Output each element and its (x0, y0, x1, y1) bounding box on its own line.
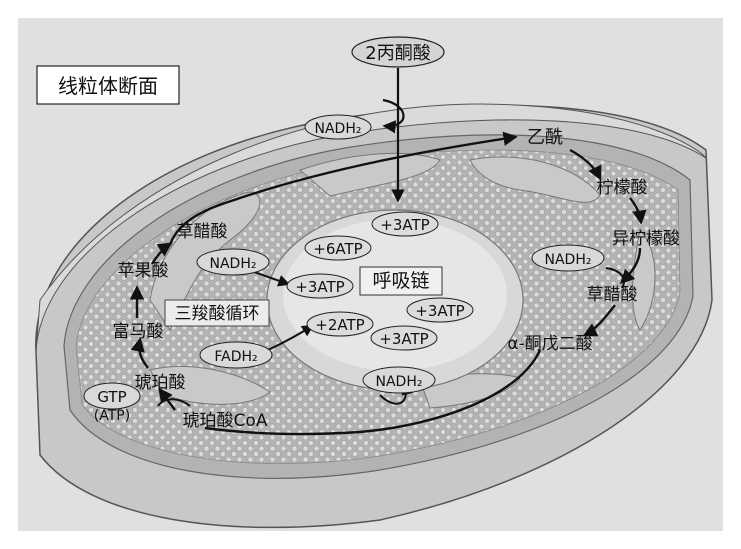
arrow-malate-oxaloacetate (150, 242, 173, 265)
fadh-pill (199, 341, 273, 369)
isocitrate-label: 异柠檬酸 (612, 229, 680, 249)
nadh-right-branch (605, 267, 625, 289)
arrow-bottom-loop (204, 349, 542, 436)
fadh-label: FADH₂ (214, 349, 257, 365)
atp-left-label: +3ATP (295, 278, 344, 296)
nadh-bottom-label: NADH₂ (376, 374, 423, 390)
crista-2 (299, 152, 441, 197)
nadh-left-label: NADH₂ (210, 256, 257, 272)
pyruvate-pill (351, 36, 445, 68)
arrow-succinate-fumarate (130, 337, 149, 369)
citrate-label: 柠檬酸 (597, 178, 648, 198)
diagram-title: 线粒体断面 (58, 74, 158, 98)
atp-right-pill (406, 297, 474, 323)
atp-left-pill (286, 273, 354, 299)
oxaloacetate-left-label: 草醋酸 (177, 222, 228, 242)
nadh-right-label: NADH₂ (545, 252, 592, 268)
nadh-top-branch (382, 98, 405, 134)
nadh-left-pill (196, 248, 270, 276)
pyruvate-label: 2丙酮酸 (365, 43, 430, 64)
respiratory-chain-label: 呼吸链 (372, 270, 429, 292)
acetyl-label: 乙酰 (527, 127, 563, 148)
malate-label: 苹果酸 (118, 261, 169, 281)
atp-right-label: +3ATP (415, 302, 464, 320)
arrow-to-alpha-ketoglutarate (582, 304, 616, 337)
atp-two-label: +2ATP (315, 316, 364, 334)
succinyl-coa-label: 琥珀酸CoA (183, 411, 268, 431)
respiratory-chain-label-box (359, 266, 443, 296)
atp-bottom-label: +3ATP (379, 330, 428, 348)
arrow-to-acetyl (168, 131, 518, 246)
tca-cycle-label-box (164, 299, 270, 327)
membrane-rim (35, 103, 707, 353)
oxaloacetate-right-label: 草醋酸 (587, 285, 638, 305)
alpha-ketoglutarate-label: α-酮戊二酸 (507, 334, 592, 354)
nadh-right-pill (531, 244, 605, 272)
gtp-label: GTP (97, 388, 126, 406)
atp-bottom-pill (370, 325, 438, 351)
atp-two-pill (306, 311, 374, 337)
nadh-bottom-pill (362, 366, 436, 394)
succinate-label: 琥珀酸 (135, 373, 186, 393)
atp-six-label: +6ATP (313, 240, 362, 258)
gtp-atp-label: (ATP) (94, 408, 130, 424)
tca-cycle-label: 三羧酸循环 (175, 304, 260, 324)
title-box (36, 65, 180, 105)
atp-top-label: +3ATP (380, 216, 429, 234)
atp-six-pill (304, 235, 372, 261)
crista-3 (469, 156, 601, 203)
arrow-acetyl-citrate (569, 148, 602, 181)
atp-top-pill (371, 211, 439, 237)
gtp-pill (83, 382, 141, 410)
nadh-top-pill (304, 114, 372, 140)
nadh-top-label: NADH₂ (315, 121, 362, 137)
crista-6 (149, 365, 271, 405)
fumarate-label: 富马酸 (113, 322, 164, 342)
arrow-citrate-isocitrate (629, 197, 647, 225)
gtp-loop-arrow (157, 398, 191, 407)
